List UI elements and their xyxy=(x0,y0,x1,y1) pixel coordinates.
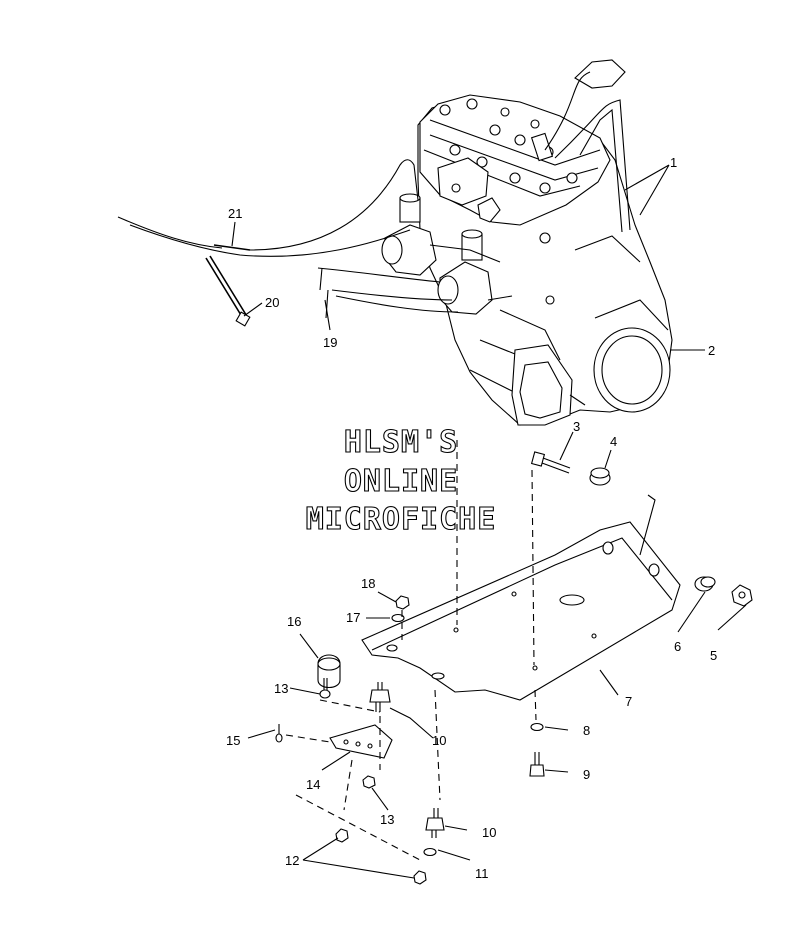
cable-tie xyxy=(205,255,251,327)
callout-4: 4 xyxy=(610,434,617,449)
washer-17 xyxy=(391,613,405,623)
callout-21: 21 xyxy=(228,206,242,221)
engine-assembly xyxy=(417,94,673,426)
washer-11 xyxy=(423,847,437,857)
callout-labels: 1 2 3 4 5 6 7 8 9 10 10 11 12 13 13 14 1… xyxy=(226,155,717,881)
callout-15: 15 xyxy=(226,733,240,748)
callout-1: 1 xyxy=(670,155,677,170)
nut-18 xyxy=(395,595,410,610)
callout-14: 14 xyxy=(306,777,320,792)
watermark: HLSM'S ONLINE MICROFICHE xyxy=(305,424,497,537)
assembly-lines xyxy=(285,440,537,861)
callout-2: 2 xyxy=(708,343,715,358)
screw-15 xyxy=(275,724,283,743)
bracket-14 xyxy=(329,724,393,759)
mount-10-upper xyxy=(369,682,391,712)
watermark-line-2: ONLINE xyxy=(344,464,458,499)
bolt-3 xyxy=(530,451,571,474)
callout-19: 19 xyxy=(323,335,337,350)
mount-10-lower xyxy=(425,808,445,838)
fuel-lines xyxy=(317,267,459,319)
callout-20: 20 xyxy=(265,295,279,310)
callout-10-lower: 10 xyxy=(482,825,496,840)
watermark-line-3: MICROFICHE xyxy=(306,502,497,537)
bumper-16 xyxy=(317,654,341,689)
mounting-plate xyxy=(361,494,681,701)
callout-11: 11 xyxy=(475,866,489,881)
callout-13-lower: 13 xyxy=(380,812,394,827)
nut-5 xyxy=(731,584,753,607)
nut-12-right xyxy=(413,870,427,885)
spark-plug-leads xyxy=(544,59,631,233)
callout-10-upper: 10 xyxy=(432,733,446,748)
callout-8: 8 xyxy=(583,723,590,738)
nut-13-lower xyxy=(362,775,376,789)
callout-7: 7 xyxy=(625,694,632,709)
callout-6: 6 xyxy=(674,639,681,654)
callout-9: 9 xyxy=(583,767,590,782)
callout-12: 12 xyxy=(285,853,299,868)
callout-17: 17 xyxy=(346,610,360,625)
nut-12-left xyxy=(335,828,349,843)
recoil-handle xyxy=(511,344,586,426)
throttle-cable xyxy=(117,159,419,257)
callout-3: 3 xyxy=(573,419,580,434)
washer-8 xyxy=(530,722,544,732)
mount-6 xyxy=(694,576,716,592)
leader-lines xyxy=(231,164,747,879)
carburetors xyxy=(381,193,513,315)
callout-13-upper: 13 xyxy=(274,681,288,696)
callout-18: 18 xyxy=(361,576,375,591)
bolt-9 xyxy=(529,752,545,777)
callout-16: 16 xyxy=(287,614,301,629)
bumper-4 xyxy=(589,467,611,486)
watermark-line-1: HLSM'S xyxy=(344,425,458,460)
callout-5: 5 xyxy=(710,648,717,663)
